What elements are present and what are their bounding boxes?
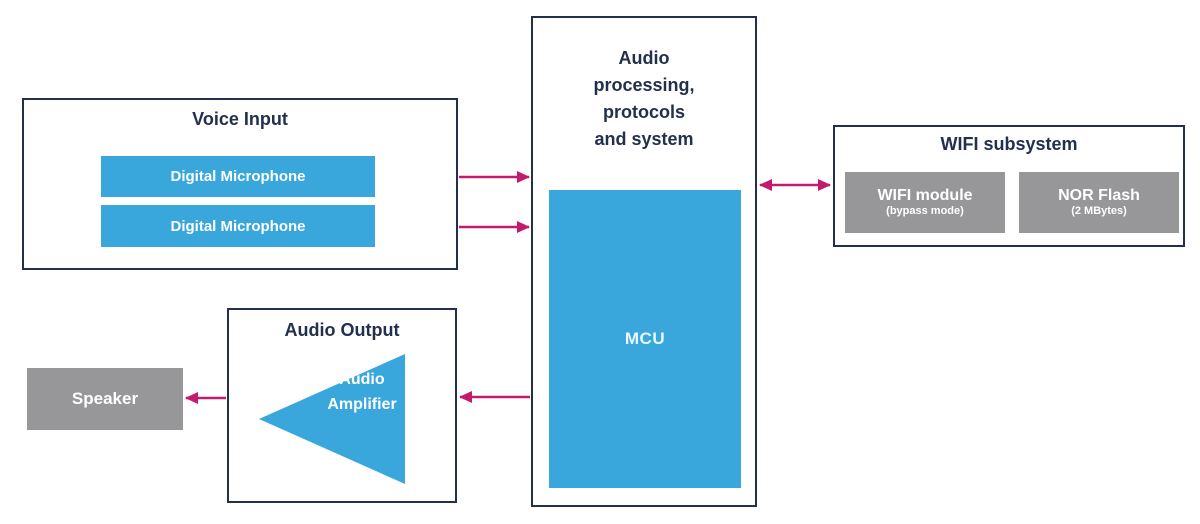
nor-flash-label: NOR Flash <box>1058 187 1140 204</box>
nor-flash-block: NOR Flash (2 MBytes) <box>1019 172 1179 233</box>
audio-amplifier-label-line1: Audio <box>339 371 385 388</box>
wifi-subsystem-title: WIFI subsystem <box>940 134 1078 154</box>
audio-output-title: Audio Output <box>284 320 400 340</box>
audio-processing-title-line2: processing, <box>593 75 695 95</box>
audio-processing-box: Audio processing, protocols and system M… <box>531 16 757 507</box>
digital-microphone-1-label: Digital Microphone <box>170 168 306 185</box>
wifi-module-sublabel: (bypass mode) <box>886 205 964 217</box>
audio-output-box: Audio Output Audio Amplifier <box>227 308 457 503</box>
digital-microphone-2-block: Digital Microphone <box>101 205 375 247</box>
voice-input-title: Voice Input <box>192 109 288 129</box>
audio-processing-title: Audio processing, protocols and system <box>533 45 755 153</box>
mcu-block: MCU <box>549 190 741 488</box>
audio-amplifier-label: Audio Amplifier <box>317 367 407 417</box>
digital-microphone-1-block: Digital Microphone <box>101 156 375 197</box>
wifi-module-label: WIFI module <box>877 187 973 204</box>
audio-processing-title-line1: Audio <box>618 48 670 68</box>
voice-input-box: Voice Input Digital Microphone Digital M… <box>22 98 458 270</box>
speaker-label: Speaker <box>71 389 139 408</box>
audio-amplifier-label-line2: Amplifier <box>327 396 397 413</box>
digital-microphone-2-label: Digital Microphone <box>170 217 306 235</box>
wifi-subsystem-box: WIFI subsystem WIFI module (bypass mode)… <box>833 125 1185 247</box>
nor-flash-sublabel: (2 MBytes) <box>1071 205 1127 217</box>
audio-processing-title-line4: and system <box>594 129 694 149</box>
mcu-label: MCU <box>624 329 666 348</box>
wifi-module-block: WIFI module (bypass mode) <box>845 172 1005 233</box>
speaker-block: Speaker <box>27 368 183 430</box>
audio-processing-title-line3: protocols <box>602 102 685 122</box>
